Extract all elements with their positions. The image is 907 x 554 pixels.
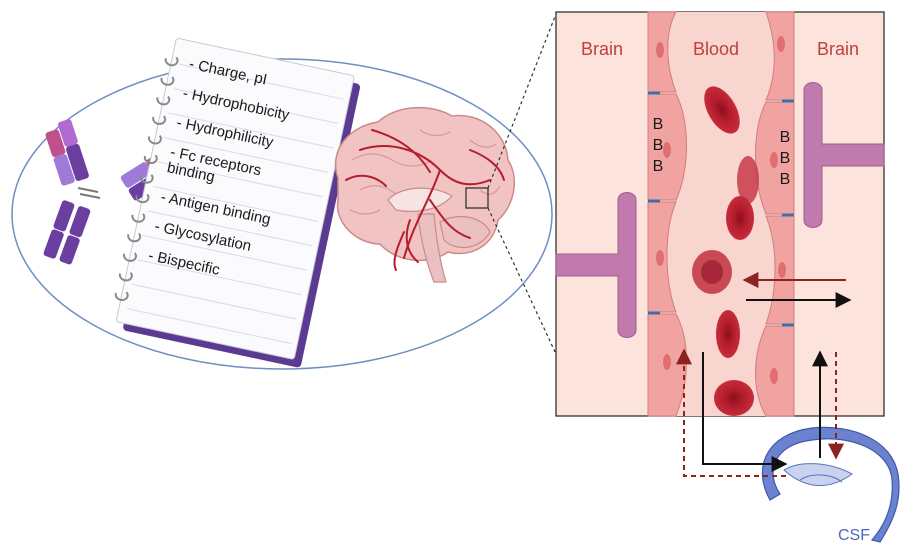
tight-junctions	[648, 91, 794, 327]
svg-text:B: B	[653, 158, 664, 175]
zoom-box	[465, 187, 489, 209]
csf-to-blood-dashed-arrow	[676, 348, 786, 477]
cerebellum	[439, 215, 491, 249]
svg-text:B: B	[780, 150, 791, 167]
label-brain-left: Brain	[581, 39, 623, 59]
label-blood: Blood	[693, 39, 739, 59]
svg-text:B: B	[653, 116, 664, 133]
bbb-label-right: B B B	[780, 129, 791, 188]
blood-to-csf-arrow	[702, 352, 788, 472]
astrocyte-right	[803, 82, 885, 228]
notebook: - Charge, pI - Hydrophobicity - Hydrophi…	[114, 38, 361, 368]
svg-text:B: B	[780, 129, 791, 146]
bbb-label-left: B B B	[653, 116, 664, 175]
label-brain-right: Brain	[817, 39, 859, 59]
svg-text:B: B	[653, 137, 664, 154]
spiral-binding	[114, 56, 179, 301]
notebook-page	[116, 38, 355, 360]
brainstem	[417, 213, 447, 283]
endothelium-left	[647, 11, 687, 417]
red-blood-cells	[692, 86, 759, 416]
zoom-connectors	[487, 13, 557, 355]
brain-icon	[334, 106, 516, 283]
astrocyte-left	[555, 192, 637, 338]
svg-text:B: B	[780, 171, 791, 188]
csf-ventricle: CSF	[761, 426, 900, 544]
endothelium-right	[755, 11, 795, 417]
label-csf: CSF	[838, 527, 870, 544]
bbb-panel: Brain Blood Brain B B B B B B	[555, 11, 885, 417]
